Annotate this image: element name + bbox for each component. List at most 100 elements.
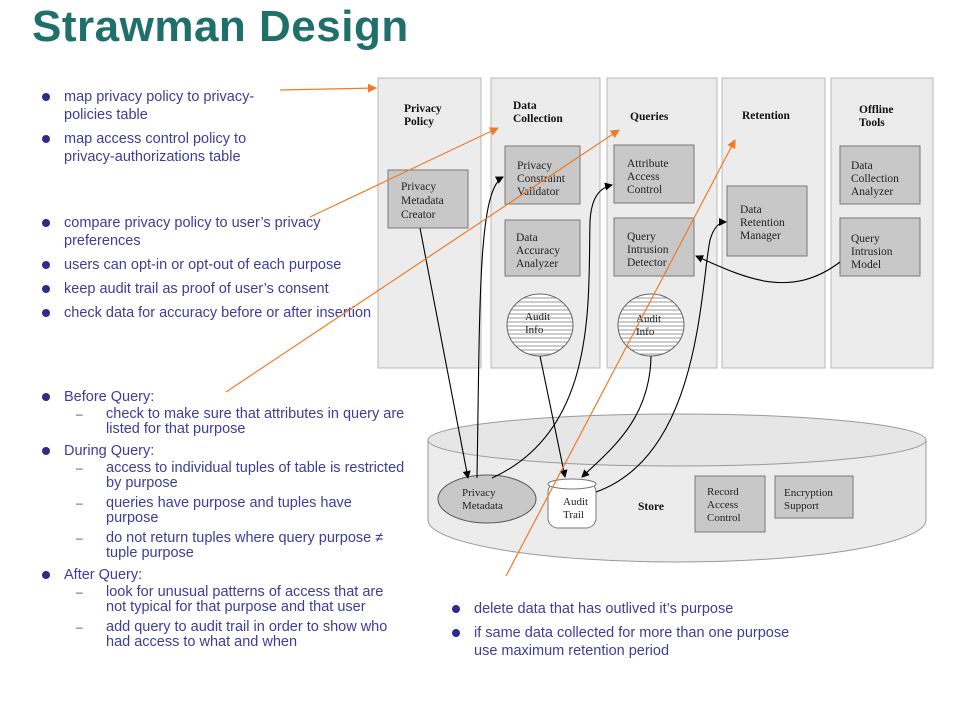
bullet-text: keep audit trail as proof of user’s cons… [64,281,329,297]
phase-label: During Query: [64,443,155,459]
phase-label: Before Query: [64,389,155,405]
annotation-arrow-queries [225,129,620,393]
list-item: keep audit trail as proof of user’s cons… [30,280,380,298]
arrow-trail-to-retention-manager [595,218,727,493]
list-item: map access control policy to privacy-aut… [30,130,290,166]
retention-list: delete data that has outlived it’s purpo… [440,600,800,660]
bullet-text: users can opt-in or opt-out of each purp… [64,257,342,273]
bullet-icon [452,605,460,613]
bullet-icon [42,571,50,579]
arrow-creator-to-metadata [419,227,471,479]
list-item: if same data collected for more than one… [440,624,800,660]
sub-item: – access to individual tuples of table is… [64,461,405,491]
bullet-text: if same data collected for more than one… [474,625,790,659]
bullet-icon [42,219,50,227]
bullet-icon [42,393,50,401]
annotation-arrows [225,83,736,577]
sub-item-text: look for unusual patterns of access that… [106,584,384,615]
dash-icon: – [76,461,83,475]
dash-icon: – [76,620,83,634]
bullet-icon [42,309,50,317]
column-heading-retention: Retention [742,110,791,122]
column-heading-offline-tools: Offline Tools [859,104,896,129]
flow-arrows [419,176,841,493]
arrow-metadata-to-constraint-validator [476,176,504,479]
sub-item-text: do not return tuples where query purpose… [106,530,384,561]
column-heading-data-collection: Data Collection [513,100,563,125]
bullet-text: map privacy policy to privacy-policies t… [64,89,255,123]
store-label: Store [638,501,664,513]
bullet-icon [42,285,50,293]
arrow-audit-info-2-to-trail [581,355,652,478]
bullet-icon [42,447,50,455]
dash-icon: – [76,496,83,510]
arrow-metadata-to-attribute-access [491,182,613,479]
bullet-text: check data for accuracy before or after … [64,305,372,321]
list-item: compare privacy policy to user’s privacy… [30,214,380,250]
sub-item: – check to make sure that attributes in q… [64,407,405,437]
data-collection-list: compare privacy policy to user’s privacy… [30,214,380,322]
annotation-arrow-retention [505,139,736,577]
bullet-text: map access control policy to privacy-aut… [64,131,247,165]
bullet-icon [42,135,50,143]
query-phase-list: Before Query: – check to make sure that a… [30,388,405,655]
sub-item-text: add query to audit trail in order to sho… [106,619,388,650]
column-heading-queries: Queries [630,111,669,123]
sub-item: – add query to audit trail in order to sh… [64,620,405,650]
annotation-arrow-privacy-policy [279,83,377,93]
dash-icon: – [76,585,83,599]
sub-item-text: queries have purpose and tuples have pur… [106,495,352,526]
list-item: check data for accuracy before or after … [30,304,380,322]
bullet-icon [42,93,50,101]
sub-item: – do not return tuples where query purpos… [64,531,405,561]
list-item: delete data that has outlived it’s purpo… [440,600,800,618]
dash-icon: – [76,531,83,545]
sub-item-text: access to individual tuples of table is … [106,460,405,491]
phase-label: After Query: [64,567,143,583]
dash-icon: – [76,407,83,421]
annotation-arrow-data-collection [309,127,499,218]
bullet-icon [452,629,460,637]
arrow-audit-info-1-to-trail [539,355,568,478]
bullet-text: compare privacy policy to user’s privacy… [64,215,321,249]
bullet-text: delete data that has outlived it’s purpo… [474,601,734,617]
list-item: map privacy policy to privacy-policies t… [30,88,290,124]
column-heading-privacy-policy: Privacy Policy [404,103,445,128]
sub-item: – queries have purpose and tuples have pu… [64,496,405,526]
list-item: users can opt-in or opt-out of each purp… [30,256,380,274]
page-title: Strawman Design [32,2,409,51]
sub-item-text: check to make sure that attributes in qu… [106,406,405,437]
phase-during-query: During Query: – access to individual tupl… [30,442,405,561]
sub-item: – look for unusual patterns of access tha… [64,585,405,615]
policy-mapping-list: map privacy policy to privacy-policies t… [30,88,290,166]
phase-after-query: After Query: – look for unusual patterns … [30,566,405,650]
bullet-icon [42,261,50,269]
